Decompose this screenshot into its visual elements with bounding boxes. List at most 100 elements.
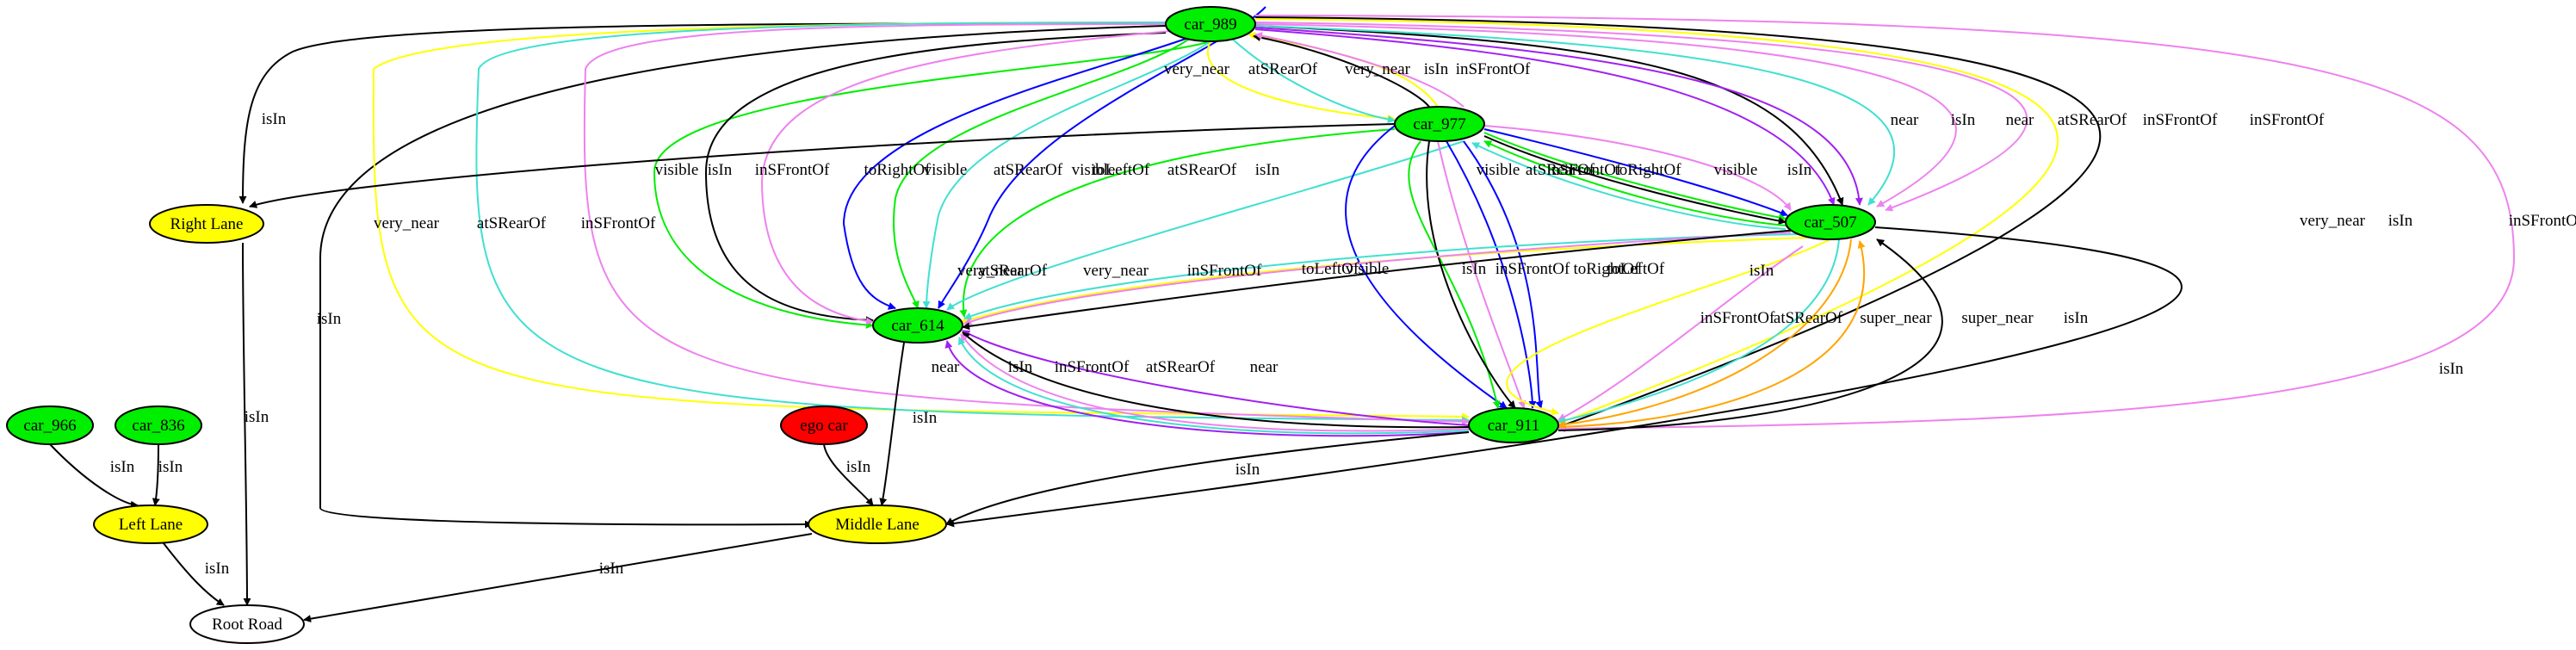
edge-label: atSRearOf	[2058, 111, 2127, 129]
edge-label: toLeftOf	[1093, 161, 1150, 179]
edge-isin	[1254, 16, 2102, 429]
edge-label: toLeftOf	[1607, 260, 1665, 278]
node-ellipse	[872, 307, 963, 344]
edge-isin	[303, 533, 813, 622]
edge-isin	[163, 542, 225, 606]
node-ellipse	[1165, 6, 1256, 42]
edge-very-near	[1207, 40, 1396, 122]
edge-label: isIn	[2439, 360, 2464, 378]
edge-label: toLeftOf	[1302, 260, 1359, 278]
edge-isin	[879, 342, 905, 506]
node-middle-lane: Middle Lane	[808, 505, 947, 544]
edge-insfrontof	[1483, 125, 1792, 211]
node-label: car_977	[1413, 115, 1465, 133]
edge-label: isIn	[110, 458, 135, 476]
node-ellipse	[115, 405, 202, 445]
node-label: car_507	[1804, 214, 1856, 232]
edge-atsrearof	[475, 22, 1470, 424]
edge-label: very_near	[1083, 262, 1149, 280]
edge-label: visible	[1346, 260, 1390, 278]
edge-label: inSFrontOf	[1055, 358, 1130, 376]
edge-label: isIn	[1951, 111, 1976, 129]
edge-label: inSFrontOf	[581, 214, 656, 232]
edge-label: inSFrontOf	[2143, 111, 2218, 129]
edge-isin	[962, 331, 1470, 429]
edge-label: isIn	[1255, 161, 1280, 179]
edge-near	[1254, 28, 1836, 206]
node-ellipse	[780, 405, 868, 445]
node-ellipse	[1468, 407, 1559, 443]
edge-label: near	[1250, 358, 1279, 376]
node-ellipse	[6, 405, 94, 445]
edge-visible	[1408, 140, 1501, 409]
edge-visible	[1483, 132, 1786, 221]
edge-label: isIn	[2388, 212, 2413, 230]
edge-near	[962, 330, 1470, 426]
node-car-836: car_836	[115, 405, 202, 445]
edge-label: atSRearOf	[1248, 60, 1318, 78]
node-label: Right Lane	[170, 215, 244, 233]
edge-super-near	[1557, 238, 1852, 429]
edge-label: visible	[1477, 161, 1520, 179]
edge-isin	[946, 226, 2183, 528]
edge-near	[1254, 27, 1863, 206]
edge-label: isIn	[317, 310, 342, 328]
edge-insfrontof	[963, 232, 1792, 325]
edge-label: atSRearOf	[477, 214, 547, 232]
edge-label: inSFrontOf	[1456, 60, 1531, 78]
edge-isin	[704, 32, 1167, 325]
edge-insfrontof	[1557, 245, 1804, 421]
edge-label: atSRearOf	[1146, 358, 1216, 376]
edge-toleftof	[1463, 140, 1544, 409]
nodes: car_989car_977car_507car_614car_911car_9…	[6, 6, 1876, 644]
node-ellipse	[1785, 204, 1876, 240]
edge-isin	[945, 431, 1470, 525]
edge-atsrearof	[1557, 238, 1840, 424]
edge-label: visible	[924, 161, 968, 179]
node-label: car_989	[1184, 15, 1236, 34]
edge-isin	[152, 443, 160, 506]
node-label: car_911	[1488, 417, 1540, 435]
node-right-lane: Right Lane	[149, 204, 264, 244]
node-ellipse	[149, 204, 264, 244]
edge-label: very_near	[374, 214, 440, 232]
node-label: car_614	[891, 317, 944, 335]
node-root-road: Root Road	[189, 604, 305, 644]
edge-isin	[249, 123, 1396, 208]
edge-label: very_near	[957, 262, 1024, 280]
edge-isin	[1426, 140, 1516, 409]
node-ellipse	[808, 505, 947, 544]
edge-isin	[823, 443, 874, 506]
edge-label: visible	[655, 161, 699, 179]
node-ellipse	[1394, 106, 1485, 142]
node-car-989: car_989	[1165, 6, 1256, 42]
edge-label: visible	[1714, 161, 1758, 179]
node-car-614: car_614	[872, 307, 963, 344]
edge-label: inSFrontOf	[2250, 111, 2325, 129]
edge-insfrontof	[1437, 140, 1526, 409]
edge-label: super_near	[1860, 309, 1932, 327]
edge-isin	[1557, 238, 1943, 431]
node-label: Root Road	[212, 616, 282, 634]
node-ego-car: ego car	[780, 405, 868, 445]
node-label: ego car	[800, 417, 848, 435]
edge-label: near	[2006, 111, 2034, 129]
edge-label: isIn	[708, 161, 733, 179]
node-label: Middle Lane	[835, 516, 920, 534]
edge-label: atSRearOf	[978, 262, 1048, 280]
edge-label: near	[932, 358, 960, 376]
edge-isin	[319, 25, 1167, 529]
edge-label: very_near	[1345, 60, 1411, 78]
edge-near	[944, 340, 1470, 437]
edge-label: super_near	[1961, 309, 2034, 327]
edge-isin	[962, 228, 1809, 331]
edge-label: isIn	[846, 458, 871, 476]
edge-label: atSRearOf	[1774, 309, 1843, 327]
edge-isin	[1254, 25, 1844, 206]
edge-isin	[242, 242, 251, 606]
edge-atsrearof	[1254, 25, 1896, 206]
node-car-977: car_977	[1394, 106, 1485, 142]
edge-atsrearof	[963, 233, 1800, 320]
edge-label: inSFrontOf	[1547, 161, 1622, 179]
